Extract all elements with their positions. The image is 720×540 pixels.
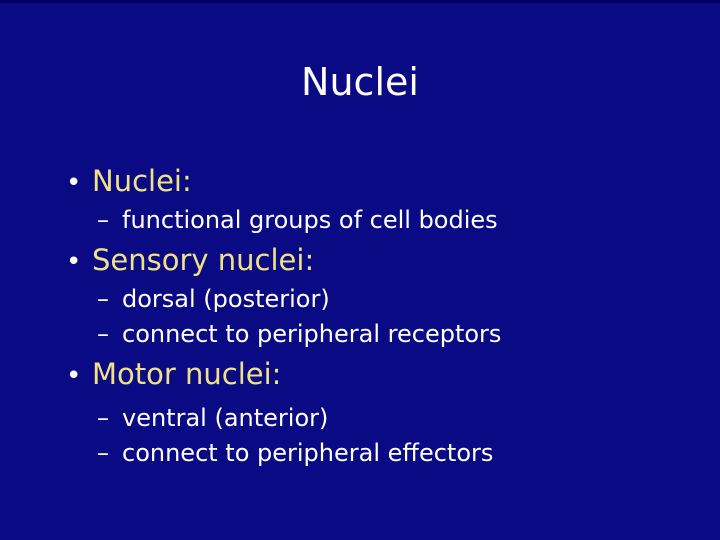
bullet-item-motor-nuclei: • Motor nuclei: bbox=[66, 354, 666, 396]
dash-icon: – bbox=[97, 285, 109, 313]
sub-bullet-text: connect to peripheral receptors bbox=[122, 320, 502, 348]
bullet-dot-icon: • bbox=[66, 247, 82, 277]
sub-bullet-text: functional groups of cell bodies bbox=[122, 206, 498, 234]
sub-bullet-functional-groups: – functional groups of cell bodies bbox=[66, 203, 666, 238]
sub-bullet-text: connect to peripheral effectors bbox=[122, 439, 494, 467]
bullet-list: • Nuclei: – functional groups of cell bo… bbox=[66, 161, 666, 471]
sub-bullet-text: ventral (anterior) bbox=[122, 404, 329, 432]
sub-bullet-connect-receptors: – connect to peripheral receptors bbox=[66, 317, 666, 352]
slide-top-edge bbox=[0, 0, 720, 3]
slide-title: Nuclei bbox=[301, 60, 419, 104]
sub-bullet-text: dorsal (posterior) bbox=[122, 285, 330, 313]
bullet-text: Motor nuclei: bbox=[92, 357, 282, 391]
bullet-text: Sensory nuclei: bbox=[92, 243, 315, 277]
sub-bullet-connect-effectors: – connect to peripheral effectors bbox=[66, 436, 666, 471]
dash-icon: – bbox=[97, 439, 109, 467]
sub-bullet-ventral: – ventral (anterior) bbox=[66, 401, 666, 436]
bullet-item-nuclei: • Nuclei: bbox=[66, 161, 666, 203]
dash-icon: – bbox=[97, 404, 109, 432]
bullet-item-sensory-nuclei: • Sensory nuclei: bbox=[66, 240, 666, 282]
bullet-text: Nuclei: bbox=[92, 164, 192, 198]
bullet-dot-icon: • bbox=[66, 168, 82, 198]
sub-bullet-dorsal: – dorsal (posterior) bbox=[66, 282, 666, 317]
bullet-dot-icon: • bbox=[66, 361, 82, 391]
dash-icon: – bbox=[97, 320, 109, 348]
dash-icon: – bbox=[97, 206, 109, 234]
